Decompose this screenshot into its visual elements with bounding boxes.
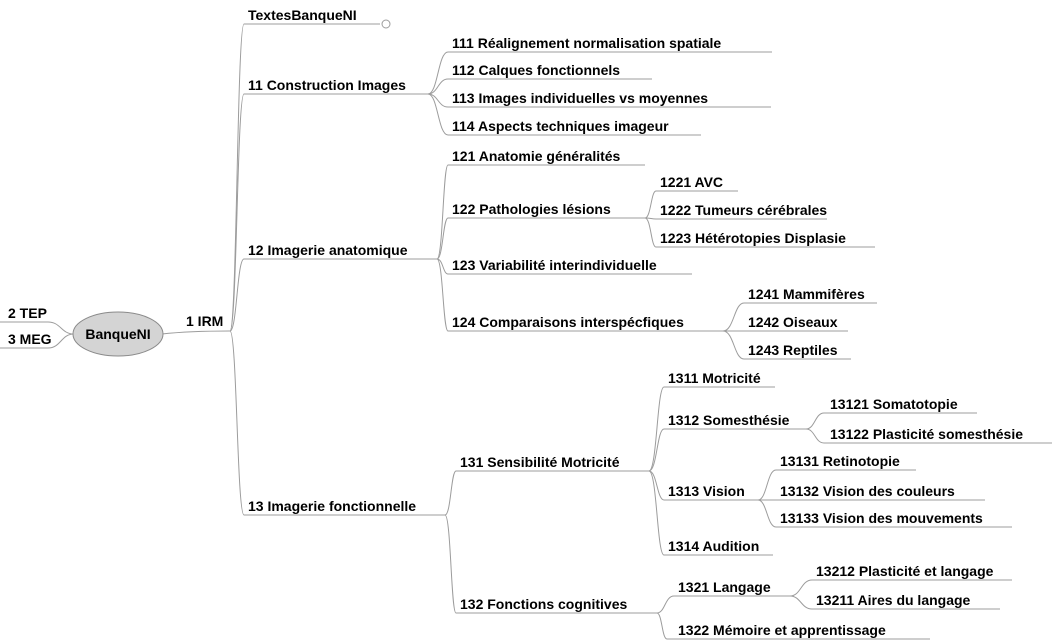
node-1241[interactable]: 1241 Mammifères bbox=[748, 286, 865, 302]
root-node[interactable] bbox=[72, 311, 164, 357]
node-1243[interactable]: 1243 Reptiles bbox=[748, 342, 838, 358]
node-111[interactable]: 111 Réalignement normalisation spatiale bbox=[452, 35, 721, 51]
node-1314[interactable]: 1314 Audition bbox=[668, 538, 759, 554]
edge-curve bbox=[722, 330, 745, 360]
edge-curve bbox=[229, 93, 245, 332]
edge-curve bbox=[436, 217, 449, 260]
node-1221[interactable]: 1221 AVC bbox=[660, 174, 723, 190]
node-1irm[interactable]: 1 IRM bbox=[186, 313, 223, 329]
node-1222[interactable]: 1222 Tumeurs cérébrales bbox=[660, 202, 827, 218]
node-13132[interactable]: 13132 Vision des couleurs bbox=[780, 483, 955, 499]
collapsed-indicator[interactable] bbox=[381, 19, 391, 29]
node-textesbanqueni[interactable]: TextesBanqueNI bbox=[248, 7, 357, 23]
edge-curve bbox=[0, 321, 75, 335]
node-121[interactable]: 121 Anatomie généralités bbox=[452, 148, 621, 164]
edge-curve bbox=[648, 428, 665, 472]
edge-curve bbox=[161, 330, 231, 335]
node-13121[interactable]: 13121 Somatotopie bbox=[830, 396, 958, 412]
node-2tep[interactable]: 2 TEP bbox=[8, 305, 47, 321]
node-114[interactable]: 114 Aspects techniques imageur bbox=[452, 118, 669, 134]
edge-curve bbox=[444, 514, 457, 614]
edge-curve bbox=[805, 428, 825, 444]
edge-curve bbox=[436, 258, 449, 275]
node-113[interactable]: 113 Images individuelles vs moyennes bbox=[452, 90, 708, 106]
node-12[interactable]: 12 Imagerie anatomique bbox=[248, 242, 408, 258]
edge-curve bbox=[644, 217, 657, 248]
edge-curve bbox=[757, 469, 777, 501]
node-123[interactable]: 123 Variabilité interindividuelle bbox=[452, 257, 657, 273]
node-13131[interactable]: 13131 Retinotopie bbox=[780, 453, 900, 469]
edge-curve bbox=[229, 23, 245, 332]
edge-curve bbox=[427, 93, 449, 136]
edge-curve bbox=[648, 386, 665, 472]
node-132[interactable]: 132 Fonctions cognitives bbox=[460, 596, 627, 612]
node-13133[interactable]: 13133 Vision des mouvements bbox=[780, 510, 983, 526]
node-root[interactable]: BanqueNI bbox=[85, 326, 150, 342]
edge-curve bbox=[0, 333, 75, 349]
node-13211[interactable]: 13211 Aires du langage bbox=[816, 592, 971, 608]
edges bbox=[0, 19, 1052, 640]
node-1321[interactable]: 1321 Langage bbox=[678, 579, 771, 595]
edge-curve bbox=[427, 78, 449, 95]
node-13122[interactable]: 13122 Plasticité somesthésie bbox=[830, 426, 1023, 442]
edge-curve bbox=[656, 612, 668, 640]
node-1311[interactable]: 1311 Motricité bbox=[668, 370, 761, 386]
edge-curve bbox=[648, 470, 665, 556]
edge-curve bbox=[805, 412, 825, 430]
edge-curve bbox=[757, 499, 777, 528]
edge-curve bbox=[229, 330, 245, 516]
node-1313[interactable]: 1313 Vision bbox=[668, 483, 745, 499]
edge-curve bbox=[229, 258, 245, 332]
edge-curve bbox=[722, 302, 745, 332]
edge-curve bbox=[444, 470, 457, 516]
node-labels: BanqueNI 2 TEP 3 MEG 1 IRM TextesBanqueN… bbox=[8, 7, 1023, 638]
node-13212[interactable]: 13212 Plasticité et langage bbox=[816, 563, 994, 579]
edge-curve bbox=[656, 595, 675, 614]
node-1223[interactable]: 1223 Hétérotopies Displasie bbox=[660, 230, 846, 246]
edge-curve bbox=[789, 579, 813, 597]
edge-curve bbox=[789, 595, 813, 610]
node-11[interactable]: 11 Construction Images bbox=[248, 77, 406, 93]
node-1322[interactable]: 1322 Mémoire et apprentissage bbox=[678, 622, 886, 638]
node-122[interactable]: 122 Pathologies lésions bbox=[452, 201, 611, 217]
node-1312[interactable]: 1312 Somesthésie bbox=[668, 412, 790, 428]
edge-curve bbox=[436, 258, 449, 332]
node-13[interactable]: 13 Imagerie fonctionnelle bbox=[248, 498, 416, 514]
root-node-ellipse[interactable] bbox=[72, 311, 164, 357]
edge-curve bbox=[427, 51, 449, 95]
edge-curve bbox=[436, 164, 449, 260]
node-112[interactable]: 112 Calques fonctionnels bbox=[452, 62, 620, 78]
node-131[interactable]: 131 Sensibilité Motricité bbox=[460, 454, 620, 470]
node-1242[interactable]: 1242 Oiseaux bbox=[748, 314, 838, 330]
edge-curve bbox=[644, 190, 657, 219]
node-3meg[interactable]: 3 MEG bbox=[8, 331, 52, 347]
node-124[interactable]: 124 Comparaisons interspécfiques bbox=[452, 314, 684, 330]
